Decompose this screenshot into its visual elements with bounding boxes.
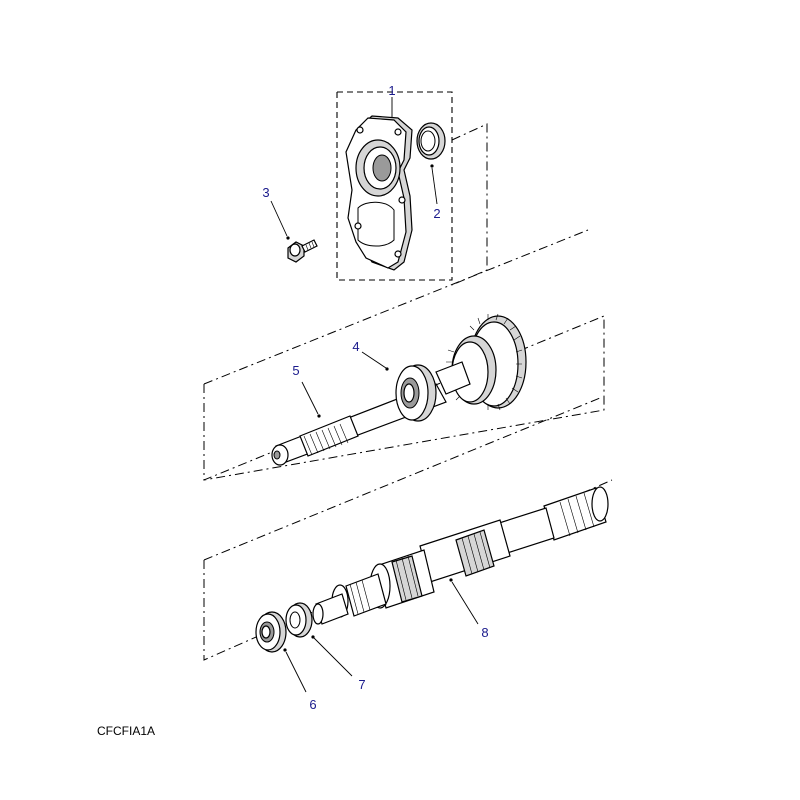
- housing-assembly-group: [336, 91, 488, 286]
- callout-4-label: 4: [352, 339, 360, 354]
- callout-6-label: 6: [309, 697, 317, 712]
- callout-8-label: 8: [481, 625, 489, 640]
- input-bearing-part: [395, 364, 437, 422]
- thrust-washer-part: [285, 602, 313, 638]
- housing-plate-part: [345, 115, 413, 271]
- seal-ring-part: [416, 122, 446, 160]
- callout-5-label: 5: [292, 363, 300, 378]
- mainshaft-part: [312, 486, 609, 625]
- callout-1-label: 1: [388, 83, 396, 98]
- mainshaft-group: [203, 397, 613, 693]
- input-shaft-group: [203, 229, 605, 481]
- callout-7-label: 7: [358, 677, 366, 692]
- drawing-reference-code: CFCFIA1A: [97, 724, 156, 738]
- input-gear-part: [445, 313, 527, 411]
- callout-2-label: 2: [433, 206, 441, 221]
- callout-3-label: 3: [262, 185, 270, 200]
- bolt-part: [270, 200, 318, 263]
- mainshaft-bearing-part: [255, 611, 287, 653]
